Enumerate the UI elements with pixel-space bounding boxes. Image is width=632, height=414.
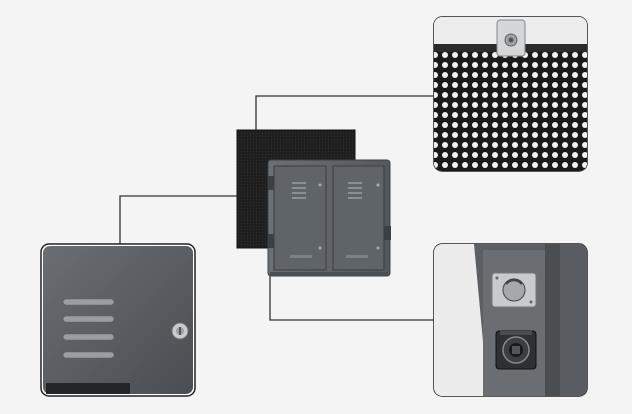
rear-cabinet: [267, 159, 391, 277]
power-connector: [491, 272, 537, 308]
signal-connector: [495, 330, 537, 370]
led-pixel-module-icon: [433, 16, 588, 172]
connector-lines: [119, 95, 434, 321]
cabinet-service-door-icon: [40, 243, 196, 397]
led-display-cabinet-icon: [236, 129, 391, 277]
power-signal-connector-icon: [433, 243, 588, 397]
door-vents: [62, 298, 115, 359]
door-lock: [171, 322, 189, 340]
door-handle-slot: [46, 383, 130, 394]
connector-line-door: [119, 195, 270, 244]
connector-line-pixels: [255, 95, 434, 130]
connector-line-ports: [269, 262, 434, 321]
